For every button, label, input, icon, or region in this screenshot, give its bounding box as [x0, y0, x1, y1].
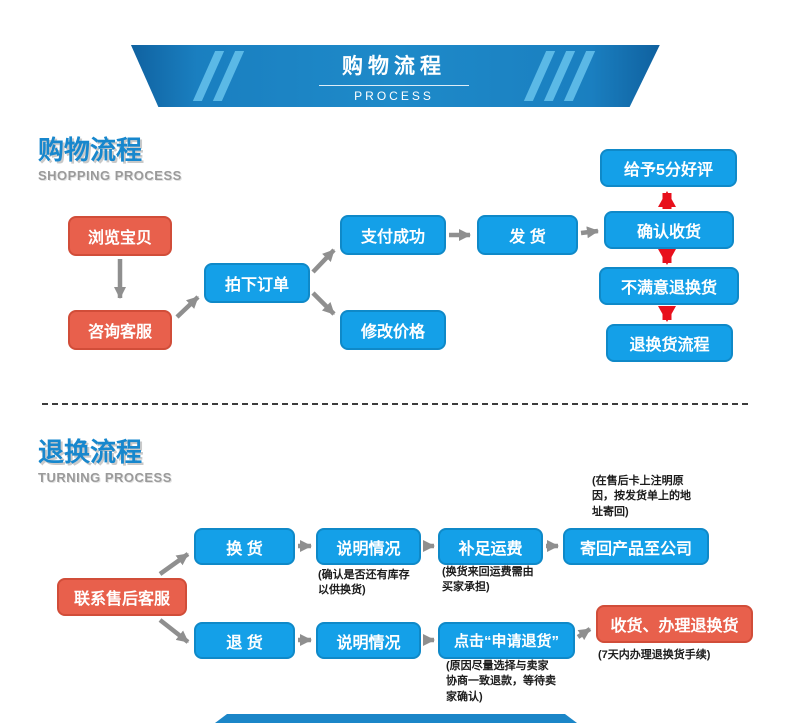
- flow-node-contact: 联系售后客服: [57, 578, 187, 616]
- section-divider: [42, 403, 748, 405]
- note-postage: (换货来回运费需由 买家承担): [442, 566, 534, 594]
- shopping-subtitle: SHOPPING PROCESS: [38, 167, 182, 183]
- returns-subtitle: TURNING PROCESS: [38, 469, 172, 485]
- flow-node-explain-exchange: 说明情况: [316, 528, 421, 565]
- banner-title: 购物流程: [342, 54, 446, 78]
- top-banner: 购物流程 PROCESS: [130, 45, 660, 107]
- flow-node-explain-refund: 说明情况: [316, 622, 421, 659]
- note-apply: (原因尽量选择与卖家 协商一致退款，等待卖 家确认): [446, 660, 556, 703]
- flow-node-return-flow: 退换货流程: [606, 324, 733, 362]
- flow-node-browse: 浏览宝贝: [68, 216, 172, 256]
- note-send-back: (在售后卡上注明原 因，按发货单上的地 址寄回): [592, 475, 691, 518]
- flow-node-postage: 补足运费: [438, 528, 543, 565]
- flow-node-exchange: 换 货: [194, 528, 295, 565]
- flow-node-confirm: 确认收货: [604, 211, 734, 249]
- flow-node-dissatisfied: 不满意退换货: [599, 267, 739, 305]
- banner-divider: [319, 84, 469, 86]
- flow-node-praise: 给予5分好评: [600, 149, 737, 187]
- flow-node-order: 拍下订单: [204, 263, 310, 303]
- flow-node-consult: 咨询客服: [68, 310, 172, 350]
- flow-node-ship: 发 货: [477, 215, 578, 255]
- flow-node-refund: 退 货: [194, 622, 295, 659]
- shopping-section-header: 购物流程 SHOPPING PROCESS: [38, 136, 182, 183]
- next-banner-sliver: [215, 714, 577, 723]
- note-stock: (确认是否还有库存 以供换货): [318, 569, 410, 597]
- returns-section-header: 退换流程 TURNING PROCESS: [38, 438, 172, 485]
- flow-node-send-back: 寄回产品至公司: [563, 528, 709, 565]
- banner-text: 购物流程 PROCESS: [131, 45, 660, 107]
- note-handle: (7天内办理退换货手续): [598, 649, 711, 661]
- flow-node-pay: 支付成功: [340, 215, 446, 255]
- flow-node-apply: 点击“申请退货”: [438, 622, 575, 659]
- returns-title: 退换流程: [38, 437, 143, 467]
- flow-node-handle: 收货、办理退换货: [596, 605, 753, 643]
- shopping-title: 购物流程: [38, 135, 143, 165]
- flow-node-modify: 修改价格: [340, 310, 446, 350]
- banner-subtitle: PROCESS: [354, 88, 434, 103]
